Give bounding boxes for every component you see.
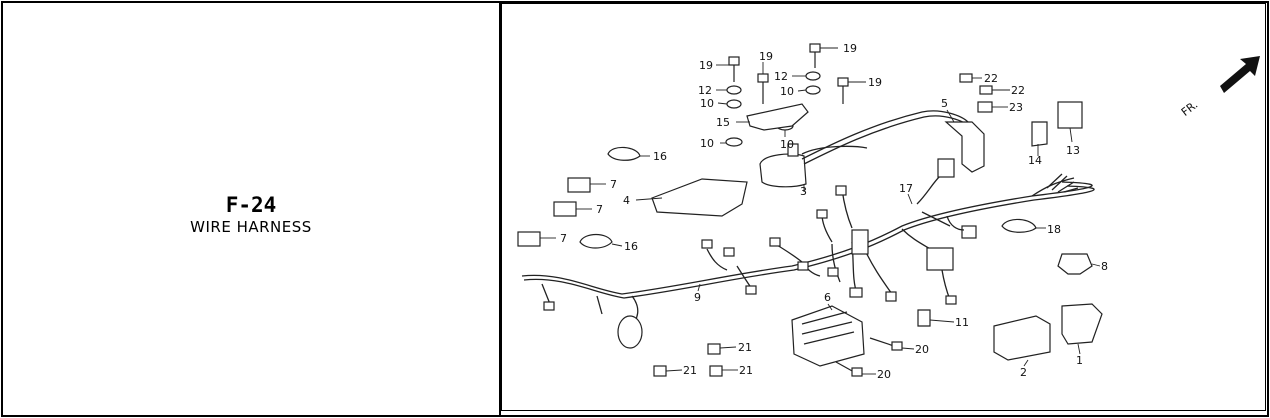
spark-plug-cap <box>944 121 985 173</box>
callout-9: 9 <box>694 291 701 304</box>
figure-code: F-24 <box>225 193 277 217</box>
callout-14: 14 <box>1028 154 1042 167</box>
callout-12: 12 <box>774 70 788 83</box>
callout-7: 7 <box>596 203 603 216</box>
connector-7b <box>553 201 577 217</box>
clamp-16b <box>579 233 613 249</box>
callout-10: 10 <box>780 85 794 98</box>
panel-divider <box>499 3 501 415</box>
callout-1: 1 <box>1076 354 1083 367</box>
horn-connector-icon <box>617 315 643 349</box>
callout-21: 21 <box>738 341 752 354</box>
connector-7c <box>517 231 541 247</box>
callout-10: 10 <box>700 137 714 150</box>
fuse-21a <box>707 343 721 355</box>
callout-12: 12 <box>698 84 712 97</box>
callout-21: 21 <box>739 364 753 377</box>
callout-4: 4 <box>623 194 630 207</box>
clamp-18 <box>1001 218 1037 233</box>
callout-10: 10 <box>780 138 794 151</box>
front-arrow-icon <box>1220 56 1260 93</box>
callout-19: 19 <box>843 42 857 55</box>
ignition-coil-bracket <box>746 103 809 131</box>
fuse-22b <box>979 85 993 95</box>
callout-7: 7 <box>610 178 617 191</box>
fuse-22a <box>959 73 973 83</box>
title-block: F-24 WIRE HARNESS <box>3 193 499 237</box>
callout-16: 16 <box>624 240 638 253</box>
callout-20: 20 <box>915 343 929 356</box>
main-wire-harness <box>521 158 1095 349</box>
callout-8: 8 <box>1101 260 1108 273</box>
relay-13 <box>1057 101 1083 129</box>
callout-18: 18 <box>1047 223 1061 236</box>
callout-19: 19 <box>699 59 713 72</box>
callout-labels: 19 19 19 19 12 12 10 10 10 10 15 16 16 7… <box>560 42 1108 381</box>
callout-19: 19 <box>759 50 773 63</box>
callout-22: 22 <box>1011 84 1025 97</box>
callout-16: 16 <box>653 150 667 163</box>
connector-7a <box>567 177 591 193</box>
clip-11 <box>917 309 931 327</box>
callout-7: 7 <box>560 232 567 245</box>
callout-20: 20 <box>877 368 891 381</box>
callout-15: 15 <box>716 116 730 129</box>
callout-22: 22 <box>984 72 998 85</box>
front-direction-indicator: FR. <box>1179 56 1260 119</box>
fuse-21b <box>653 365 667 377</box>
battery-tray <box>651 178 748 217</box>
ignition-coil <box>759 110 971 188</box>
callout-2: 2 <box>1020 366 1027 379</box>
bolt-19-group <box>728 43 849 104</box>
callout-3: 3 <box>800 185 807 198</box>
callout-leaders <box>540 47 1101 375</box>
callout-17: 17 <box>899 182 913 195</box>
callout-23: 23 <box>1009 101 1023 114</box>
callout-6: 6 <box>824 291 831 304</box>
exploded-parts-diagram: FR. <box>517 42 1260 381</box>
figure-title: WIRE HARNESS <box>190 218 312 236</box>
callout-13: 13 <box>1066 144 1080 157</box>
regulator-rectifier <box>791 305 865 367</box>
diagram-panel: FR. <box>501 3 1266 411</box>
fuse-23 <box>977 101 993 113</box>
relay-clip-14 <box>1031 121 1048 147</box>
callout-11: 11 <box>955 316 969 329</box>
callout-10: 10 <box>700 97 714 110</box>
callout-19: 19 <box>868 76 882 89</box>
grommet-8 <box>1057 253 1093 275</box>
callout-5: 5 <box>941 97 948 110</box>
cdi-unit <box>993 315 1051 361</box>
bolt-20-group <box>835 337 903 377</box>
fuse-21c <box>709 365 723 377</box>
flasher-relay <box>1061 303 1103 345</box>
front-label: FR. <box>1179 98 1200 119</box>
clamp-16a <box>607 146 641 161</box>
callout-21: 21 <box>683 364 697 377</box>
title-panel: F-24 WIRE HARNESS <box>3 3 499 415</box>
